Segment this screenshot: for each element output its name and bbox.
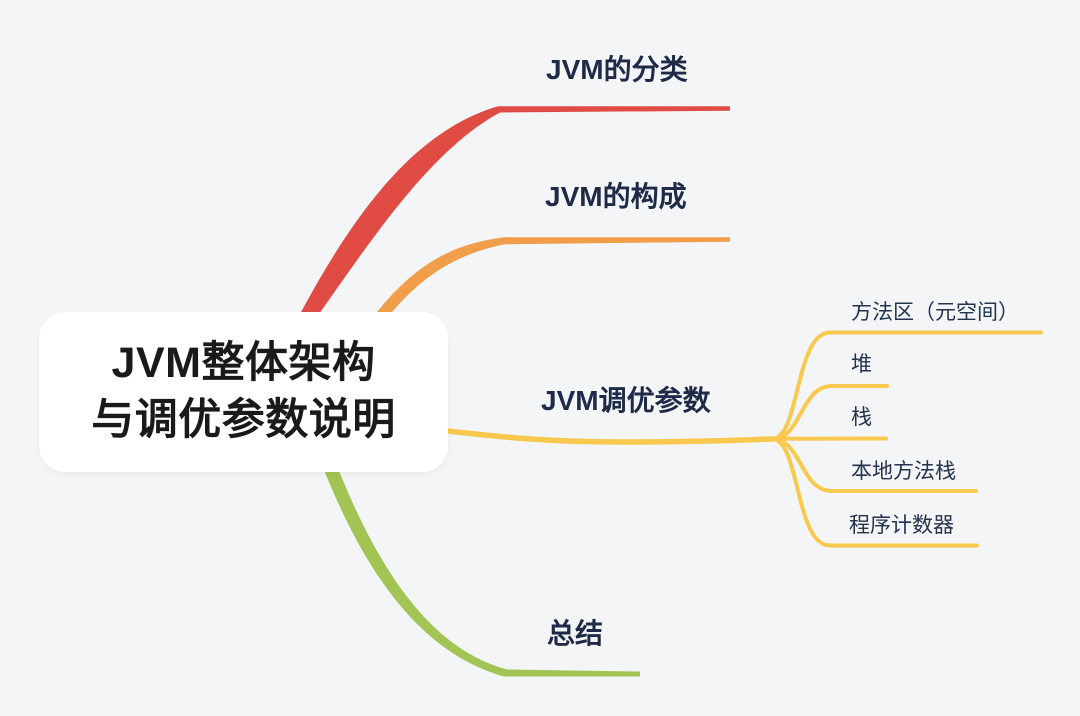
- root-topic-title-line2: 与调优参数说明: [91, 396, 396, 444]
- branch-jvm-composition-connector: [377, 237, 730, 318]
- root-topic-node[interactable]: JVM整体架构 与调优参数说明: [39, 312, 448, 472]
- topic-jvm-composition[interactable]: JVM的构成: [545, 181, 687, 212]
- subtopic-stack[interactable]: 栈: [851, 406, 872, 429]
- subtopic-heap-connector: [770, 384, 889, 441]
- topic-jvm-tuning-params[interactable]: JVM调优参数: [541, 385, 711, 416]
- topic-summary[interactable]: 总结: [547, 618, 604, 649]
- subtopic-method-area[interactable]: 方法区（元空间）: [851, 301, 1019, 324]
- branch-jvm-tuning-connector: [430, 426, 775, 445]
- subtopic-program-counter-connector: [770, 437, 979, 548]
- subtopic-heap[interactable]: 堆: [851, 353, 872, 376]
- branch-jvm-classification-connector: [301, 106, 730, 321]
- subtopic-native-stack[interactable]: 本地方法栈: [851, 460, 956, 483]
- topic-jvm-classification[interactable]: JVM的分类: [546, 54, 688, 85]
- root-topic-title-line1: JVM整体架构: [111, 339, 376, 387]
- subtopic-program-counter[interactable]: 程序计数器: [849, 514, 954, 537]
- branch-summary-connector: [324, 466, 640, 677]
- subtopic-method-area-connector: [770, 330, 1043, 441]
